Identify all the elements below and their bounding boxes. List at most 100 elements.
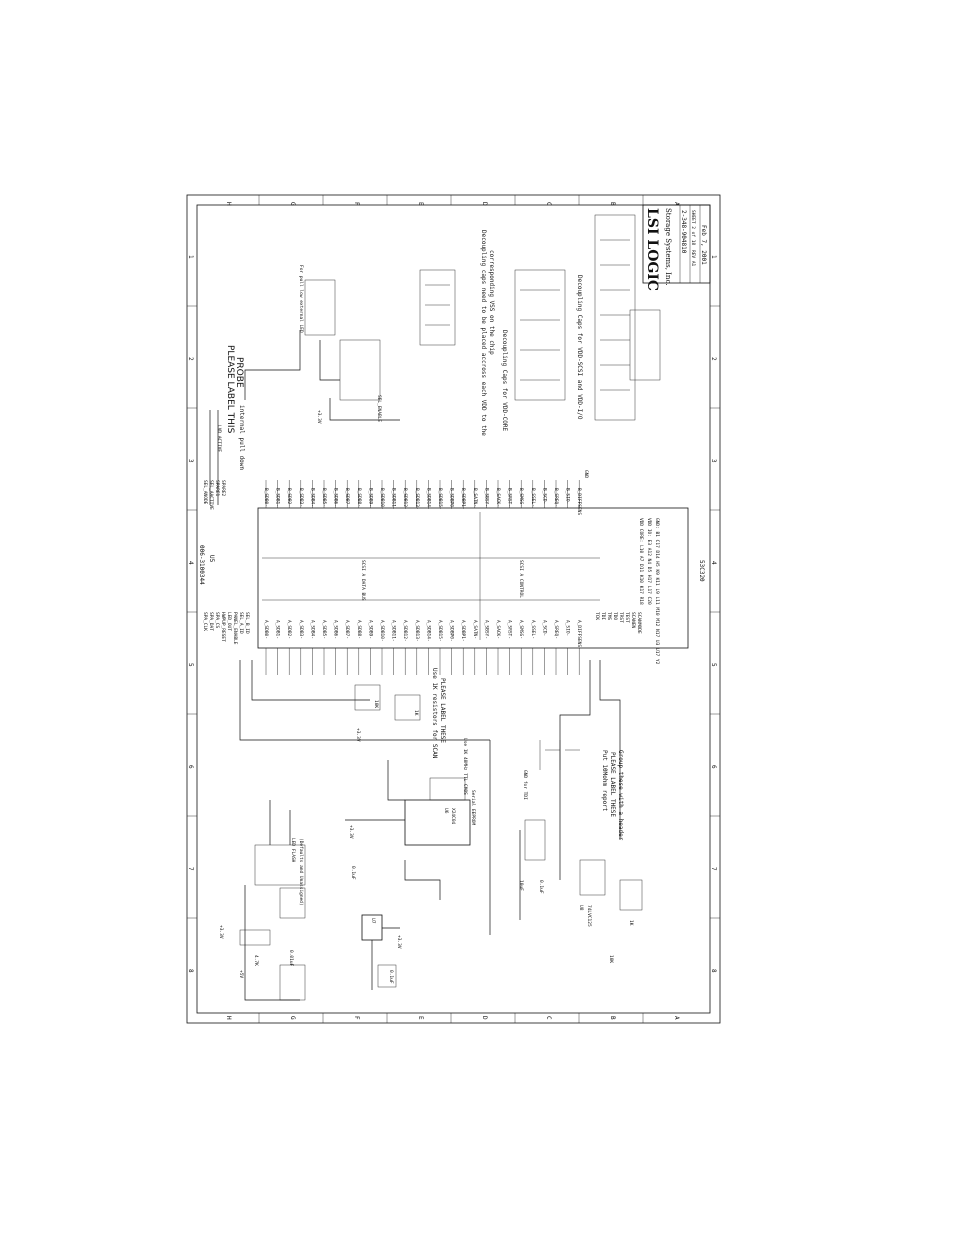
pin-spa-clk: SPA_CLK <box>202 612 208 631</box>
zone-bot-c: C <box>545 1016 552 1020</box>
bus-signal-label: A_SDBP1- <box>460 620 466 642</box>
scan-resistors: Use 1K resistors for SCAN PLEASE LABEL T… <box>239 660 491 935</box>
pin-spare1: SPARE1 <box>214 480 220 497</box>
bus-signal-label: B_SDBP1- <box>460 488 466 510</box>
bus-signal-label: A_SIO- <box>565 620 571 636</box>
pin-tdi: TDI <box>600 612 606 620</box>
pin-scanmode: SCANMODE <box>636 612 642 634</box>
c-val-1: 0.1uF <box>350 866 356 880</box>
pin-hwpup-reset: HWPUP_RESET <box>220 612 226 642</box>
bus-signal-label: A_SRST- <box>507 620 513 639</box>
outer-border <box>186 194 721 1024</box>
bus-signal-label: A_SDB12- <box>402 620 408 642</box>
bus-signal-label: A_SATN- <box>472 620 478 639</box>
bus-signal-label: A_SDB7- <box>344 620 350 639</box>
note-use-res: Use 1K resistors for SCAN <box>431 668 438 759</box>
note-sel-enable: SEL_ENABLE <box>376 395 382 422</box>
zone-right-6: 6 <box>710 765 717 769</box>
chip-group-data: SCSI A DATA BUS <box>360 560 366 601</box>
note-decoupling2: Decoupling Caps for VDD-CORE <box>501 330 508 432</box>
bus-signal-label: B_SACK- <box>495 488 501 507</box>
chip-pwr-io: VDD IO: E3 A12 N4 D5 H17 L17 C20 <box>646 518 652 605</box>
bus-signal-label: B_SDB10- <box>379 488 385 510</box>
note-serial-eeprom: Serial EEPROM <box>470 790 476 826</box>
zone-bot-h: H <box>225 1016 232 1020</box>
bus-signal-label: A_SDB8- <box>356 620 362 639</box>
sheet-date: Feb 7, 2001 <box>700 225 707 265</box>
chip-name: 53C320 <box>698 560 705 582</box>
u7-ref: U7 <box>370 918 376 924</box>
note-internal-pull: internal pull down <box>238 405 245 470</box>
zone-bot-g: G <box>289 1016 296 1020</box>
pin-sel-anode: SEL_ANODE <box>202 480 208 505</box>
pin-spa-cs: SPA_CS <box>214 612 220 629</box>
pin-tdo: TDO <box>612 612 618 620</box>
zone-top-g: G <box>289 202 296 206</box>
pin-tck: TCK <box>594 612 600 620</box>
bus-signal-label: A_SDBP0- <box>449 620 455 642</box>
eeprom-u6: U6 X24C04 Serial EEPROM Use 1K 40MHz TTL… <box>345 738 476 900</box>
u6-ref: U6 <box>443 808 449 814</box>
bus-signal-label: B_SDB13- <box>414 488 420 510</box>
zone-top-f: F <box>353 202 360 206</box>
bus-signal-label: B_SCD- <box>541 488 547 504</box>
zone-right-5: 5 <box>710 663 717 667</box>
u8-part: 74LVC125 <box>586 905 592 927</box>
bus-signal-label: B_SDBP0- <box>449 488 455 510</box>
zone-right-2: 2 <box>710 357 717 361</box>
bus-signal-label: A_SBSY- <box>483 620 489 639</box>
bus-signal-label: B_SDB12- <box>402 488 408 510</box>
note-gnd-tdi: GND for TDI <box>522 770 528 800</box>
bus-signal-label: B_SDB4- <box>309 488 315 507</box>
bus-signal-label: B_SDB3- <box>298 488 304 507</box>
note-leds: (Defaults and Unassigned) <box>298 838 304 906</box>
zone-left-3: 3 <box>187 459 194 463</box>
bus-signal-label: B_SRST- <box>507 488 513 507</box>
sheet-number: SHEET 2 of 18 <box>690 210 696 246</box>
note-put-header: Put 10Mohm report <box>601 750 608 812</box>
probe-area: PLEASE LABEL THIS PROBE internal pull do… <box>209 265 400 505</box>
pin-sel-b-id: SEL_B_ID <box>244 612 250 634</box>
bus-signal-label: A_SDB9- <box>367 620 373 639</box>
note-decoupling1: Decoupling caps need to be placed accros… <box>480 230 487 436</box>
v33-eeprom: +3.3V <box>348 825 354 839</box>
bus-signal-label: A_SDB4- <box>309 620 315 639</box>
bus-signal-label: A_SDB13- <box>414 620 420 642</box>
zone-top-h: H <box>225 202 232 206</box>
bus-signal-label: B_SATN- <box>472 488 478 507</box>
v5-reset: +5V <box>238 970 244 978</box>
zone-left-4: 4 <box>187 561 194 565</box>
bus-signal-label: B_SDB15- <box>437 488 443 510</box>
v33-probe: +3.3V <box>316 410 322 424</box>
note-use-mem: Use 1K 40MHz TTL CMOS <box>462 738 468 795</box>
bus-signal-label: A_SDB15- <box>437 620 443 642</box>
chip-part-number: 006-3100344 <box>198 545 205 585</box>
zone-bot-e: E <box>417 1016 424 1020</box>
bus-signal-label: B_SDB9- <box>367 488 373 507</box>
bus-signal-label: B_DIFFSENS <box>576 488 582 515</box>
u8-ref: U8 <box>578 905 584 911</box>
bus-signal-label: A_SACK- <box>495 620 501 639</box>
c-val-2: 0.1uF <box>388 970 394 984</box>
note-decoupling1b: corresponding VSS on the chip <box>488 250 495 355</box>
zone-top-b: B <box>609 202 616 206</box>
note-decoupling3: Decoupling Caps for VDD-SCSI and VDD-I/O <box>576 275 583 420</box>
title-block: LSI LOGIC Storage Systems, Inc. 2-348-90… <box>642 204 711 291</box>
rev-number: REV A1 <box>690 250 696 267</box>
zone-left-1: 1 <box>187 255 194 259</box>
zone-top-e: E <box>417 202 424 206</box>
bus-left-signals: A_SDB0-A_SDB1-A_SDB2-A_SDB3-A_SDB4-A_SDB… <box>263 620 582 675</box>
zone-bot-b: B <box>609 1016 616 1020</box>
note-please-label: PLEASE LABEL THESE <box>439 678 446 743</box>
bus-signal-label: A_SDB6- <box>333 620 339 639</box>
r-val-3: 4.7K <box>253 955 259 966</box>
note-probe: PROBE <box>234 357 244 388</box>
zone-numbers-left: 1 2 3 4 5 6 7 8 <box>187 255 194 973</box>
zone-numbers-right: 1 2 3 4 5 6 7 8 <box>710 255 717 973</box>
pin-sel-aactive: SEL_AACTIVE <box>208 480 214 510</box>
pin-spare2: SPARE2 <box>220 480 226 497</box>
zone-left-8: 8 <box>187 969 194 973</box>
r-val-1: 10K <box>373 700 379 708</box>
bus-signal-label: A_DIFFSENS <box>576 620 582 647</box>
